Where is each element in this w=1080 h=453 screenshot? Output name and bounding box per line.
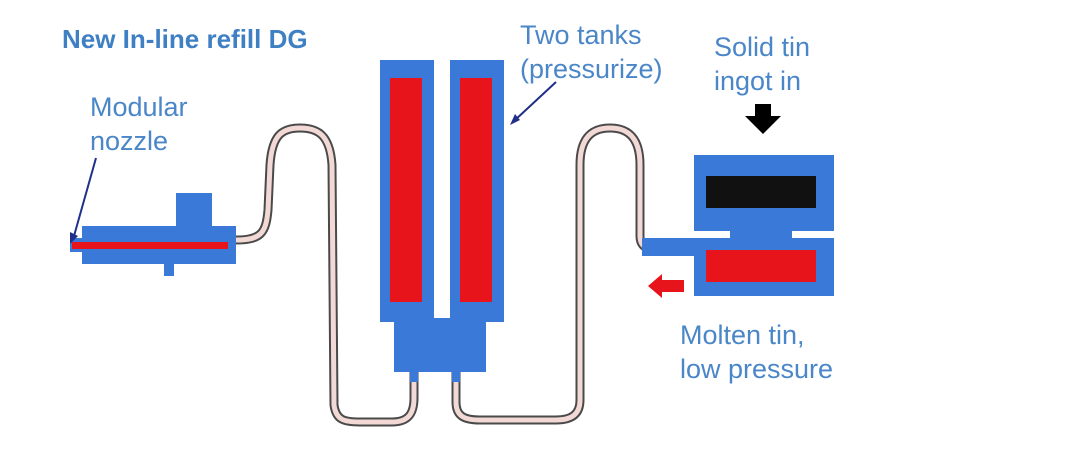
tanks-pointer bbox=[510, 81, 557, 125]
tanks-label: Two tanks (pressurize) bbox=[520, 20, 663, 84]
ingot-melter bbox=[642, 155, 834, 296]
left-arrow-icon bbox=[648, 274, 684, 298]
tube-nozzle-to-tank bbox=[231, 123, 419, 427]
solid-tin-ingot bbox=[706, 176, 816, 208]
solid-tin-label: Solid tin ingot in bbox=[714, 32, 811, 96]
diagram-title: New In-line refill DG bbox=[62, 24, 308, 54]
tank-left-chamber bbox=[390, 78, 422, 302]
tank-right-chamber bbox=[460, 78, 492, 302]
tube-tank-to-heater bbox=[451, 123, 655, 425]
molten-tin-label: Molten tin, low pressure bbox=[680, 320, 834, 384]
two-tanks bbox=[380, 60, 504, 382]
nozzle-channel bbox=[72, 242, 228, 249]
melter-outlet bbox=[642, 238, 698, 256]
down-arrow-icon bbox=[745, 104, 781, 134]
modular-nozzle bbox=[70, 193, 236, 276]
tank-manifold bbox=[394, 318, 486, 372]
molten-tin bbox=[706, 250, 816, 282]
nozzle-pointer bbox=[70, 157, 97, 244]
nozzle-label: Modular nozzle bbox=[90, 92, 188, 156]
